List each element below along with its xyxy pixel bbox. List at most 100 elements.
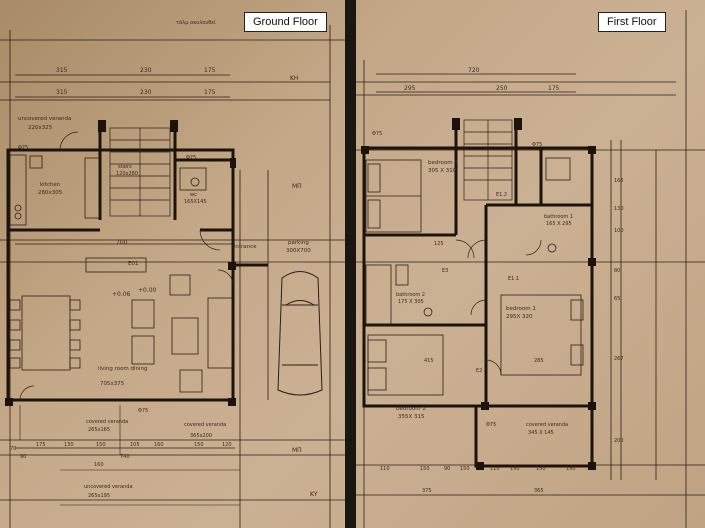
room-living-dining: living room dining <box>98 366 148 372</box>
dim-top-4: 315 <box>56 89 68 96</box>
dim-bottom-6: 160 <box>154 442 164 448</box>
room-entrance: entrance <box>232 244 257 250</box>
dim-125: 125 <box>434 241 444 247</box>
room-bathroom-1-size: 165 X 295 <box>546 221 572 227</box>
first-floor-label: First Floor <box>598 12 666 32</box>
ground-floor-drawing: τάλμ ακολουθεί 315 230 175 315 230 175 K… <box>0 19 345 528</box>
dim-right-1: 165 <box>614 178 624 184</box>
ground-floor-panel: τάλμ ακολουθεί 315 230 175 315 230 175 K… <box>0 0 345 528</box>
top-note: τάλμ ακολουθεί <box>176 19 216 26</box>
dim-mid-700: 700 <box>116 239 128 246</box>
dim-bottom-8: 120 <box>222 442 232 448</box>
dim-top-5: 230 <box>140 89 152 96</box>
dim-bottom-9: 740 <box>120 454 130 460</box>
room-bathroom-1: bathroom 1 <box>544 214 573 220</box>
dim-bottom-2: 150 <box>420 466 430 472</box>
first-floor-drawing: 720 295 250 175 Φ75 Φ75 bedroom 3 305 X … <box>356 10 705 528</box>
code-phi75-kitchen: Φ75 <box>18 145 28 151</box>
dim-bottom-11: 90 <box>20 454 26 460</box>
dim-bottom-3: 130 <box>64 442 74 448</box>
dim-bottom-5: 110 <box>490 466 500 472</box>
dim-bottom-4: 150 <box>96 442 106 448</box>
room-uncovered-veranda-bottom-size: 265x195 <box>88 493 110 499</box>
car-symbol <box>277 271 323 396</box>
dim-bottom-1: 110 <box>380 466 390 472</box>
code-kh: KH <box>290 75 298 82</box>
code-e01: E01 <box>128 261 138 267</box>
room-stairs: stairs <box>118 164 132 170</box>
dim-top-2: 230 <box>140 67 152 74</box>
first-floor-panel: 720 295 250 175 Φ75 Φ75 bedroom 3 305 X … <box>356 0 705 528</box>
room-bedroom-2-size: 355X 315 <box>398 414 425 420</box>
code-phi75-veranda: Φ75 <box>138 408 148 414</box>
dim-bottom-7: 150 <box>194 442 204 448</box>
dim-right-7: 200 <box>614 438 624 444</box>
room-wc-size: 165X145 <box>184 199 207 205</box>
dim-top-250: 250 <box>496 85 508 92</box>
dim-top-3: 175 <box>204 67 216 74</box>
room-stairs-size: 120x280 <box>116 171 138 177</box>
dim-right-5: 65 <box>614 296 620 302</box>
room-covered-veranda-2-size: 365x200 <box>190 433 212 439</box>
room-covered-veranda: covered veranda <box>526 422 568 428</box>
code-phi75-1: Φ75 <box>372 131 382 137</box>
code-phi75-2: Φ75 <box>532 142 542 148</box>
dim-top-295: 295 <box>404 85 416 92</box>
dim-top-720: 720 <box>468 67 480 74</box>
room-bathroom-2: bathroom 2 <box>396 292 425 298</box>
room-parking: parking <box>288 240 309 246</box>
room-living-dining-size: 705x375 <box>100 381 125 387</box>
ground-floor-label: Ground Floor <box>244 12 327 32</box>
room-kitchen-size: 280x305 <box>38 190 63 196</box>
room-bedroom-1: bedroom 1 <box>506 306 536 312</box>
dim-bottom-1: 70 <box>10 446 16 452</box>
room-uncovered-veranda-top: uncovered veranda <box>18 116 71 122</box>
room-wc: wc <box>190 192 197 198</box>
dim-bottom-5: 105 <box>130 442 140 448</box>
code-mp-1: MΠ <box>292 183 302 190</box>
dim-top-175: 175 <box>548 85 560 92</box>
level-mark-2: +0.00 <box>138 287 157 294</box>
room-covered-veranda-size: 345 X 145 <box>528 430 554 436</box>
room-bedroom-3-size: 305 X 310 <box>428 168 457 174</box>
panel-divider <box>345 0 356 528</box>
dim-415: 415 <box>424 358 434 364</box>
dim-bottom-6: 150 <box>510 466 520 472</box>
code-ky: KY <box>310 491 318 498</box>
room-bedroom-2: bedroom 2 <box>396 406 426 412</box>
code-e11: E1.1 <box>508 276 519 282</box>
room-parking-size: 300X700 <box>286 248 311 254</box>
dim-right-6: 267 <box>614 356 624 362</box>
dim-bottom-2: 175 <box>36 442 46 448</box>
room-covered-veranda-1: covered veranda <box>86 419 128 425</box>
dim-bottom-10: 365 <box>534 488 544 494</box>
code-phi75-wc: Φ75 <box>186 155 196 161</box>
dim-top-6: 175 <box>204 89 216 96</box>
dim-bottom-4: 150 <box>460 466 470 472</box>
code-e12: E1.2 <box>496 192 507 198</box>
dim-bottom-9: 375 <box>422 488 432 494</box>
dim-285: 285 <box>534 358 544 364</box>
code-e3: E3 <box>442 268 448 274</box>
dim-right-2: 130 <box>614 206 624 212</box>
room-uncovered-veranda-bottom: uncovered veranda <box>84 484 133 490</box>
dim-right-4: 80 <box>614 268 620 274</box>
room-uncovered-veranda-top-size: 220x325 <box>28 125 53 131</box>
room-bedroom-3: bedroom 3 <box>428 160 458 166</box>
room-bedroom-1-size: 295X 320 <box>506 314 533 320</box>
code-mp-2: MΠ <box>292 447 302 454</box>
room-covered-veranda-1-size: 265x165 <box>88 427 110 433</box>
room-bathroom-2-size: 175 X 305 <box>398 299 424 305</box>
dim-right-3: 100 <box>614 228 624 234</box>
room-kitchen: kitchen <box>40 182 61 188</box>
dim-top-1: 315 <box>56 67 68 74</box>
code-e2: E2 <box>476 368 482 374</box>
dim-bottom-3: 90 <box>444 466 450 472</box>
dim-bottom-8: 150 <box>566 466 576 472</box>
dim-bottom-10: 160 <box>94 462 104 468</box>
level-mark-1: +0.06 <box>112 291 131 298</box>
room-covered-veranda-2: covered veranda <box>184 422 226 428</box>
dim-bottom-7: 150 <box>536 466 546 472</box>
code-phi75-3: Φ75 <box>486 422 496 428</box>
